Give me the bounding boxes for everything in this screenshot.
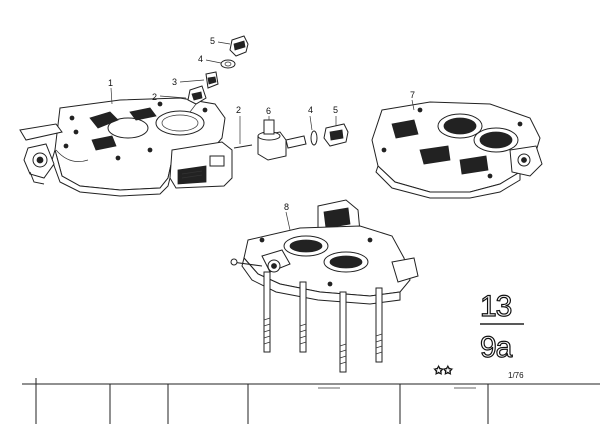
callout-1: 1 <box>108 78 113 88</box>
callout-2-upper: 2 <box>152 92 157 102</box>
callout-8: 8 <box>284 202 289 212</box>
stud-bolts <box>263 271 383 373</box>
callout-5-lower: 5 <box>333 105 338 115</box>
part-4-washer-upper <box>205 59 236 69</box>
page-number: 9a <box>480 331 513 364</box>
stars-mark: ✩✩ <box>434 364 452 377</box>
part-4-gasket <box>309 115 318 146</box>
part-2-pin <box>233 116 253 149</box>
part-5-screw-upper <box>217 35 249 57</box>
callout-7: 7 <box>410 90 415 100</box>
callout-labels: 1 2 3 4 5 2 6 4 5 7 8 <box>108 36 415 212</box>
callout-4-upper: 4 <box>198 54 203 64</box>
part-8-throttle-body <box>230 199 419 373</box>
part-2-jet-holder-upper <box>159 85 207 113</box>
part-3-jet <box>179 71 219 89</box>
callout-6: 6 <box>266 106 271 116</box>
part-1-carburetor-cover <box>19 87 233 197</box>
part-6-pump-body <box>257 116 307 161</box>
part-5-plug <box>323 116 349 147</box>
part-7-carburetor-body <box>371 99 543 199</box>
bottom-rule <box>22 378 600 424</box>
date-code: 1/76 <box>508 371 524 380</box>
callout-3: 3 <box>172 77 177 87</box>
callout-2-lower: 2 <box>236 105 241 115</box>
group-number: 13 <box>480 290 512 323</box>
callout-4-lower: 4 <box>308 105 313 115</box>
callout-5-upper: 5 <box>210 36 215 46</box>
page-index: 13 9a ✩✩ 1/76 <box>434 289 525 380</box>
